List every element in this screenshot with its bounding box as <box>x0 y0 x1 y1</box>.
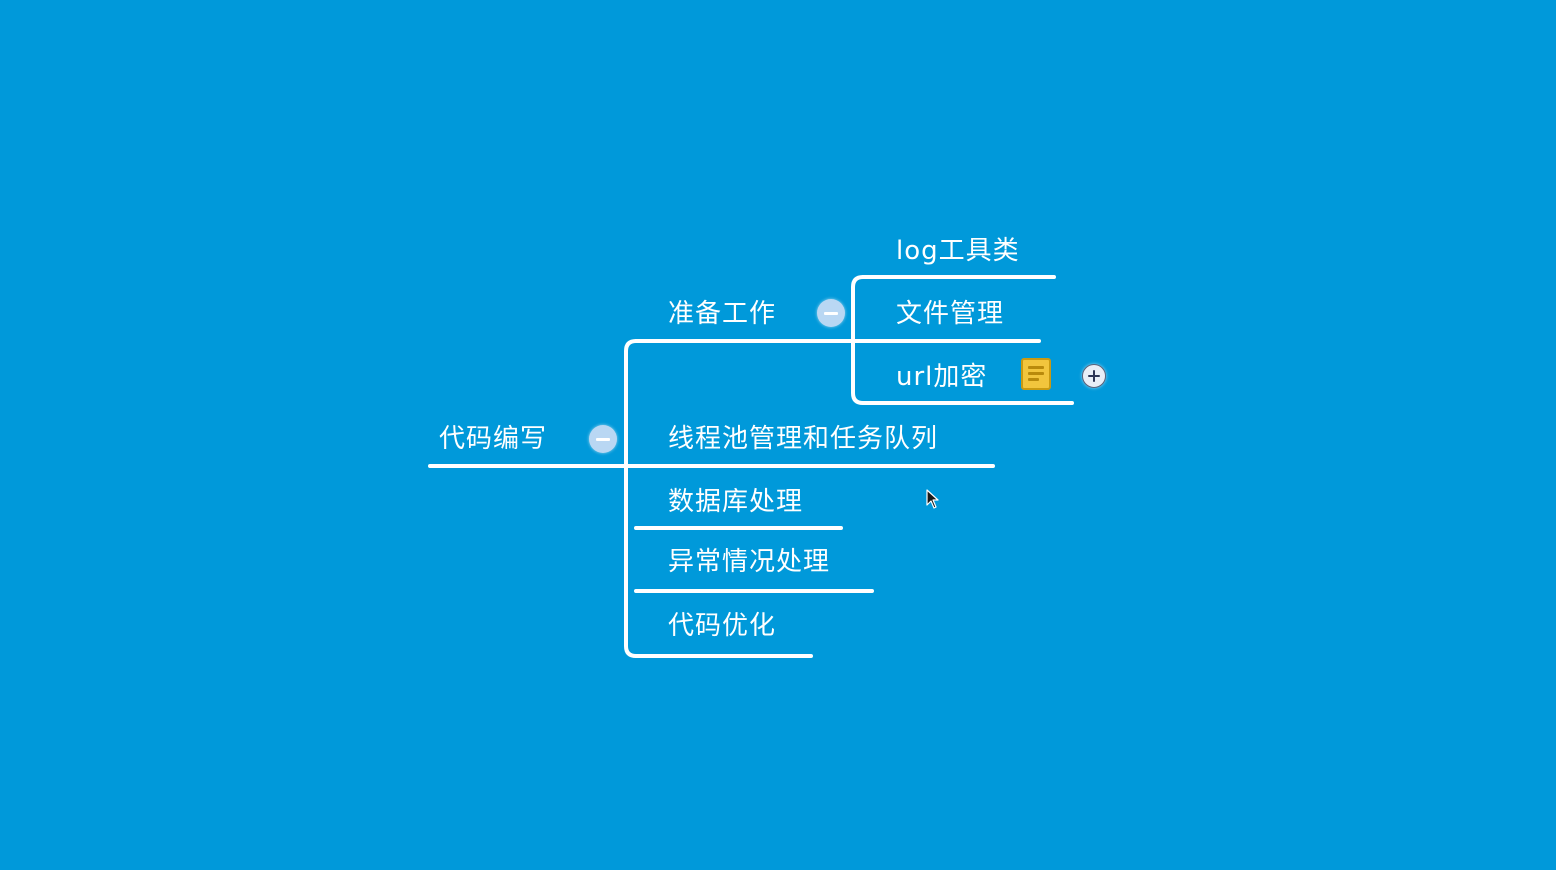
url-expand-button[interactable] <box>1082 364 1106 388</box>
child-node-url[interactable]: url加密 <box>896 362 988 392</box>
branch-node-optimize[interactable]: 代码优化 <box>668 611 777 641</box>
branch-node-db[interactable]: 数据库处理 <box>668 487 804 517</box>
mouse-pointer-icon <box>926 489 939 509</box>
root-node[interactable]: 代码编写 <box>439 424 548 454</box>
child-node-file[interactable]: 文件管理 <box>896 299 1005 329</box>
minus-circle-icon <box>596 437 610 441</box>
branch-node-exception[interactable]: 异常情况处理 <box>668 547 831 577</box>
prep-collapse-button[interactable] <box>817 299 845 327</box>
branch-node-thread[interactable]: 线程池管理和任务队列 <box>668 424 939 454</box>
note-icon[interactable] <box>1021 358 1051 390</box>
child-node-log[interactable]: log工具类 <box>896 236 1020 266</box>
minus-circle-icon <box>824 311 838 315</box>
trunk-line <box>624 339 638 658</box>
branch-node-prep[interactable]: 准备工作 <box>668 299 777 329</box>
root-collapse-button[interactable] <box>589 425 617 453</box>
